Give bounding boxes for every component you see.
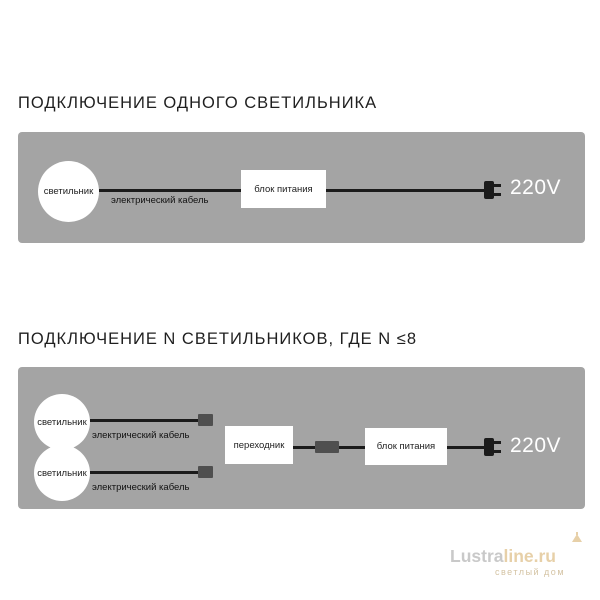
voltage-label: 220V bbox=[510, 434, 562, 457]
cable-wire bbox=[99, 189, 241, 192]
watermark-brand-part1: Lustra bbox=[450, 546, 504, 566]
single-lamp-diagram: светильник электрический кабель блок пит… bbox=[18, 132, 585, 243]
multi-lamp-diagram: светильник электрический кабель светильн… bbox=[18, 367, 585, 509]
watermark-brand-part2: line.ru bbox=[503, 546, 556, 566]
power-wire bbox=[447, 446, 487, 449]
watermark-tagline: светлый дом bbox=[495, 567, 566, 577]
lamp-label: светильник bbox=[43, 186, 94, 197]
lamp-circle: светильник bbox=[34, 445, 90, 501]
voltage-label: 220V bbox=[510, 176, 562, 199]
power-supply-label: блок питания bbox=[376, 441, 436, 452]
connector bbox=[198, 466, 213, 478]
power-supply-box: блок питания bbox=[241, 170, 326, 208]
section1-title: ПОДКЛЮЧЕНИЕ ОДНОГО СВЕТИЛЬНИКА bbox=[18, 94, 378, 112]
cable-label: электрический кабель bbox=[92, 482, 190, 493]
connector bbox=[198, 414, 213, 426]
lamp-circle: светильник bbox=[38, 161, 99, 222]
cable-label: электрический кабель bbox=[92, 430, 190, 441]
lamp-label: светильник bbox=[37, 416, 87, 428]
watermark-logo: Lustraline.ru bbox=[450, 546, 556, 567]
power-supply-label: блок питания bbox=[254, 183, 313, 195]
section2-title: ПОДКЛЮЧЕНИЕ N СВЕТИЛЬНИКОВ, ГДЕ N ≤8 bbox=[18, 330, 417, 348]
lamp-circle: светильник bbox=[34, 394, 90, 450]
connector bbox=[315, 441, 339, 453]
lamp-watermark-icon bbox=[572, 532, 582, 542]
lamp-label: светильник bbox=[37, 467, 87, 479]
cable-wire bbox=[90, 419, 200, 422]
plug-icon bbox=[484, 438, 501, 456]
power-supply-box: блок питания bbox=[365, 428, 447, 465]
plug-icon bbox=[484, 181, 501, 199]
cable-label: электрический кабель bbox=[111, 195, 209, 206]
adapter-label: переходник bbox=[233, 439, 285, 451]
power-wire bbox=[326, 189, 486, 192]
cable-wire bbox=[90, 471, 200, 474]
adapter-box: переходник bbox=[225, 426, 293, 464]
